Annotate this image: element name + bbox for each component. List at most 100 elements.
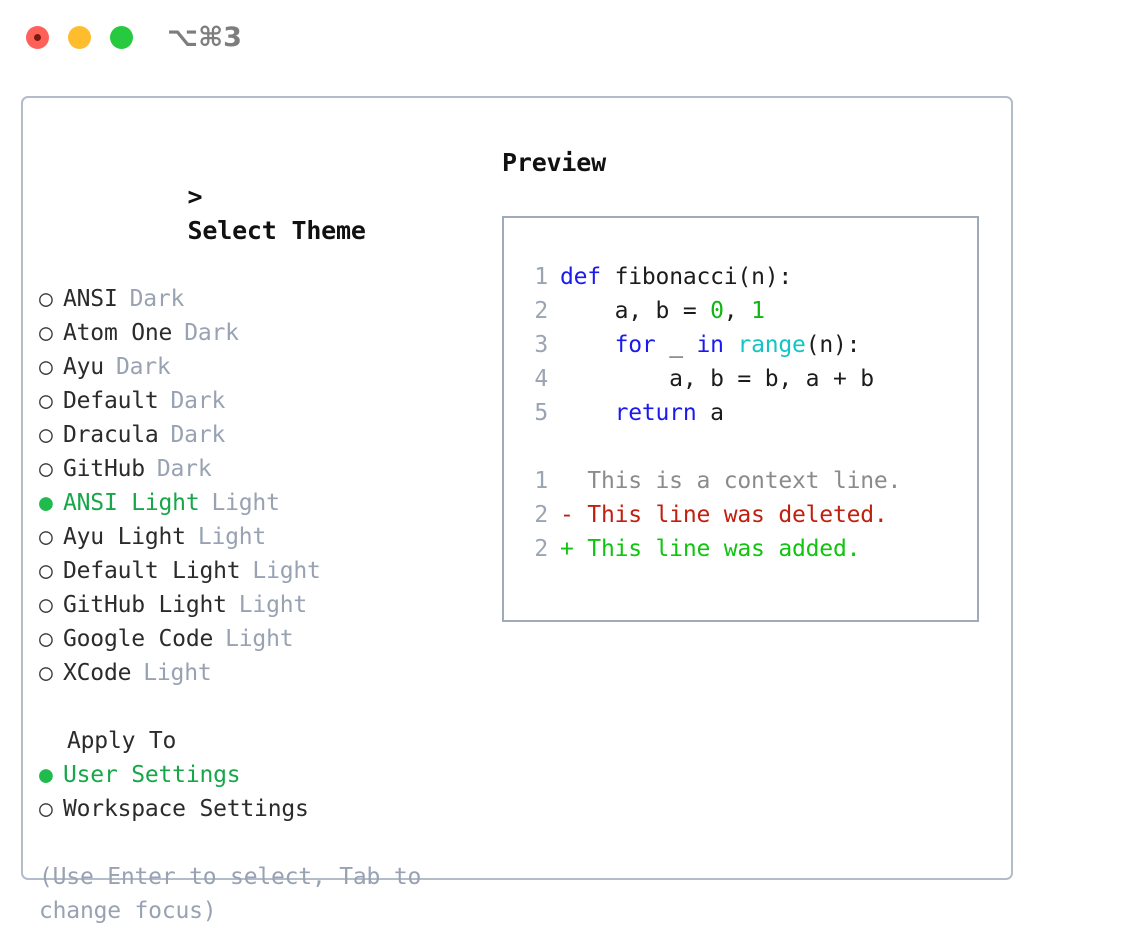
radio-unselected-icon: ○ [39, 524, 53, 550]
code-token-plain: a [696, 400, 724, 426]
code-token-num: 1 [751, 298, 765, 324]
code-line: 4 a, b = b, a + b [522, 362, 977, 396]
diff-line-text-add: + This line was added. [560, 536, 861, 562]
theme-option-variant: Dark [184, 320, 239, 346]
radio-unselected-icon: ○ [39, 320, 53, 346]
close-button[interactable] [26, 26, 49, 49]
theme-option-variant: Light [143, 660, 212, 686]
radio-selected-icon: ● [39, 762, 53, 788]
diff-sample: 1 This is a context line. 2- This line wa… [522, 464, 977, 566]
code-token-plain: (n): [805, 332, 861, 358]
diff-line: 2- This line was deleted. [522, 498, 977, 532]
radio-unselected-icon: ○ [39, 626, 53, 652]
radio-unselected-icon: ○ [39, 796, 53, 822]
keyboard-hint: (Use Enter to select, Tab to change focu… [39, 864, 422, 924]
apply-to-option-label: User Settings [63, 762, 241, 788]
code-line-text: def fibonacci(n): [560, 260, 792, 294]
apply-to-list: ● User Settings ○ Workspace Settings [39, 758, 499, 826]
code-token-plain: a, b = [560, 298, 711, 324]
radio-unselected-icon: ○ [39, 660, 53, 686]
apply-to-option-user-settings[interactable]: ● User Settings [39, 758, 499, 792]
code-line-text: for _ in range(n): [560, 328, 861, 362]
code-token-num: 0 [710, 298, 724, 324]
theme-option-label: GitHub Light [63, 592, 227, 618]
theme-option-variant: Dark [170, 388, 226, 414]
theme-option-label: ANSI Light [63, 490, 200, 516]
theme-option-xcode[interactable]: ○ XCode Light [39, 656, 499, 690]
keyboard-shortcut-label: ⌥⌘3 [167, 22, 242, 53]
theme-option-label: GitHub [63, 456, 145, 482]
theme-option-variant: Light [225, 626, 294, 652]
theme-option-variant: Light [211, 490, 280, 516]
apply-to-option-workspace-settings[interactable]: ○ Workspace Settings [39, 792, 499, 826]
code-token-kw: def [560, 264, 601, 290]
radio-unselected-icon: ○ [39, 388, 53, 414]
code-token-kw: return [614, 400, 697, 426]
code-token-kw: in [696, 332, 724, 358]
code-line: 5 return a [522, 396, 977, 430]
radio-unselected-icon: ○ [39, 456, 53, 482]
apply-to-option-label: Workspace Settings [63, 796, 309, 822]
theme-option-variant: Light [197, 524, 267, 550]
line-number: 1 [534, 468, 548, 494]
preview-heading: Preview [502, 148, 606, 177]
theme-option-label: Atom One [63, 320, 173, 346]
theme-option-label: Dracula [63, 422, 159, 448]
radio-unselected-icon: ○ [39, 422, 53, 448]
theme-option-label: Ayu Light [63, 524, 186, 550]
theme-option-label: XCode [63, 660, 132, 686]
theme-option-label: Ayu [63, 354, 104, 380]
theme-option-google-code[interactable]: ○ Google Code Light [39, 622, 499, 656]
zoom-button[interactable] [110, 26, 133, 49]
line-number: 1 [534, 264, 548, 290]
minimize-button[interactable] [68, 26, 91, 49]
theme-option-dracula[interactable]: ○ Dracula Dark [39, 418, 499, 452]
radio-unselected-icon: ○ [39, 592, 53, 618]
code-token-plain: , [723, 298, 752, 324]
code-line: 3 for _ in range(n): [522, 328, 977, 362]
theme-option-variant: Dark [129, 286, 185, 312]
code-line-text: a, b = b, a + b [560, 362, 874, 396]
radio-selected-icon: ● [39, 490, 53, 516]
code-token-plain [724, 332, 738, 358]
code-token-plain: a, b = b, a + b [560, 366, 874, 392]
code-line: 2 a, b = 0, 1 [522, 294, 977, 328]
code-token-plain: _ [655, 332, 697, 358]
diff-line: 2 + This line was added. [522, 532, 977, 566]
line-number: 2 [534, 536, 548, 562]
code-token-kw: for [614, 332, 656, 358]
title-bar: ⌥⌘3 [0, 0, 1140, 78]
line-number: 4 [534, 366, 548, 392]
code-token-plain [560, 332, 615, 358]
code-token-plain [560, 400, 615, 426]
theme-option-variant: Dark [170, 422, 226, 448]
code-line: 1 def fibonacci(n): [522, 260, 977, 294]
code-token-fn: range [737, 332, 806, 358]
section-spacer [39, 690, 499, 724]
line-number: 2 [534, 502, 548, 528]
theme-option-label: ANSI [63, 286, 118, 312]
line-number: 2 [534, 298, 548, 324]
theme-option-ayu-light[interactable]: ○ Ayu Light Light [39, 520, 499, 554]
diff-line-text-ctx: This is a context line. [560, 468, 902, 494]
theme-option-variant: Dark [115, 354, 171, 380]
window-controls [26, 26, 133, 49]
theme-option-label: Google Code [63, 626, 214, 652]
theme-option-atom-one[interactable]: ○ Atom One Dark [39, 316, 499, 350]
theme-option-variant: Light [252, 558, 321, 584]
theme-option-ansi-light[interactable]: ● ANSI Light Light [39, 486, 499, 520]
